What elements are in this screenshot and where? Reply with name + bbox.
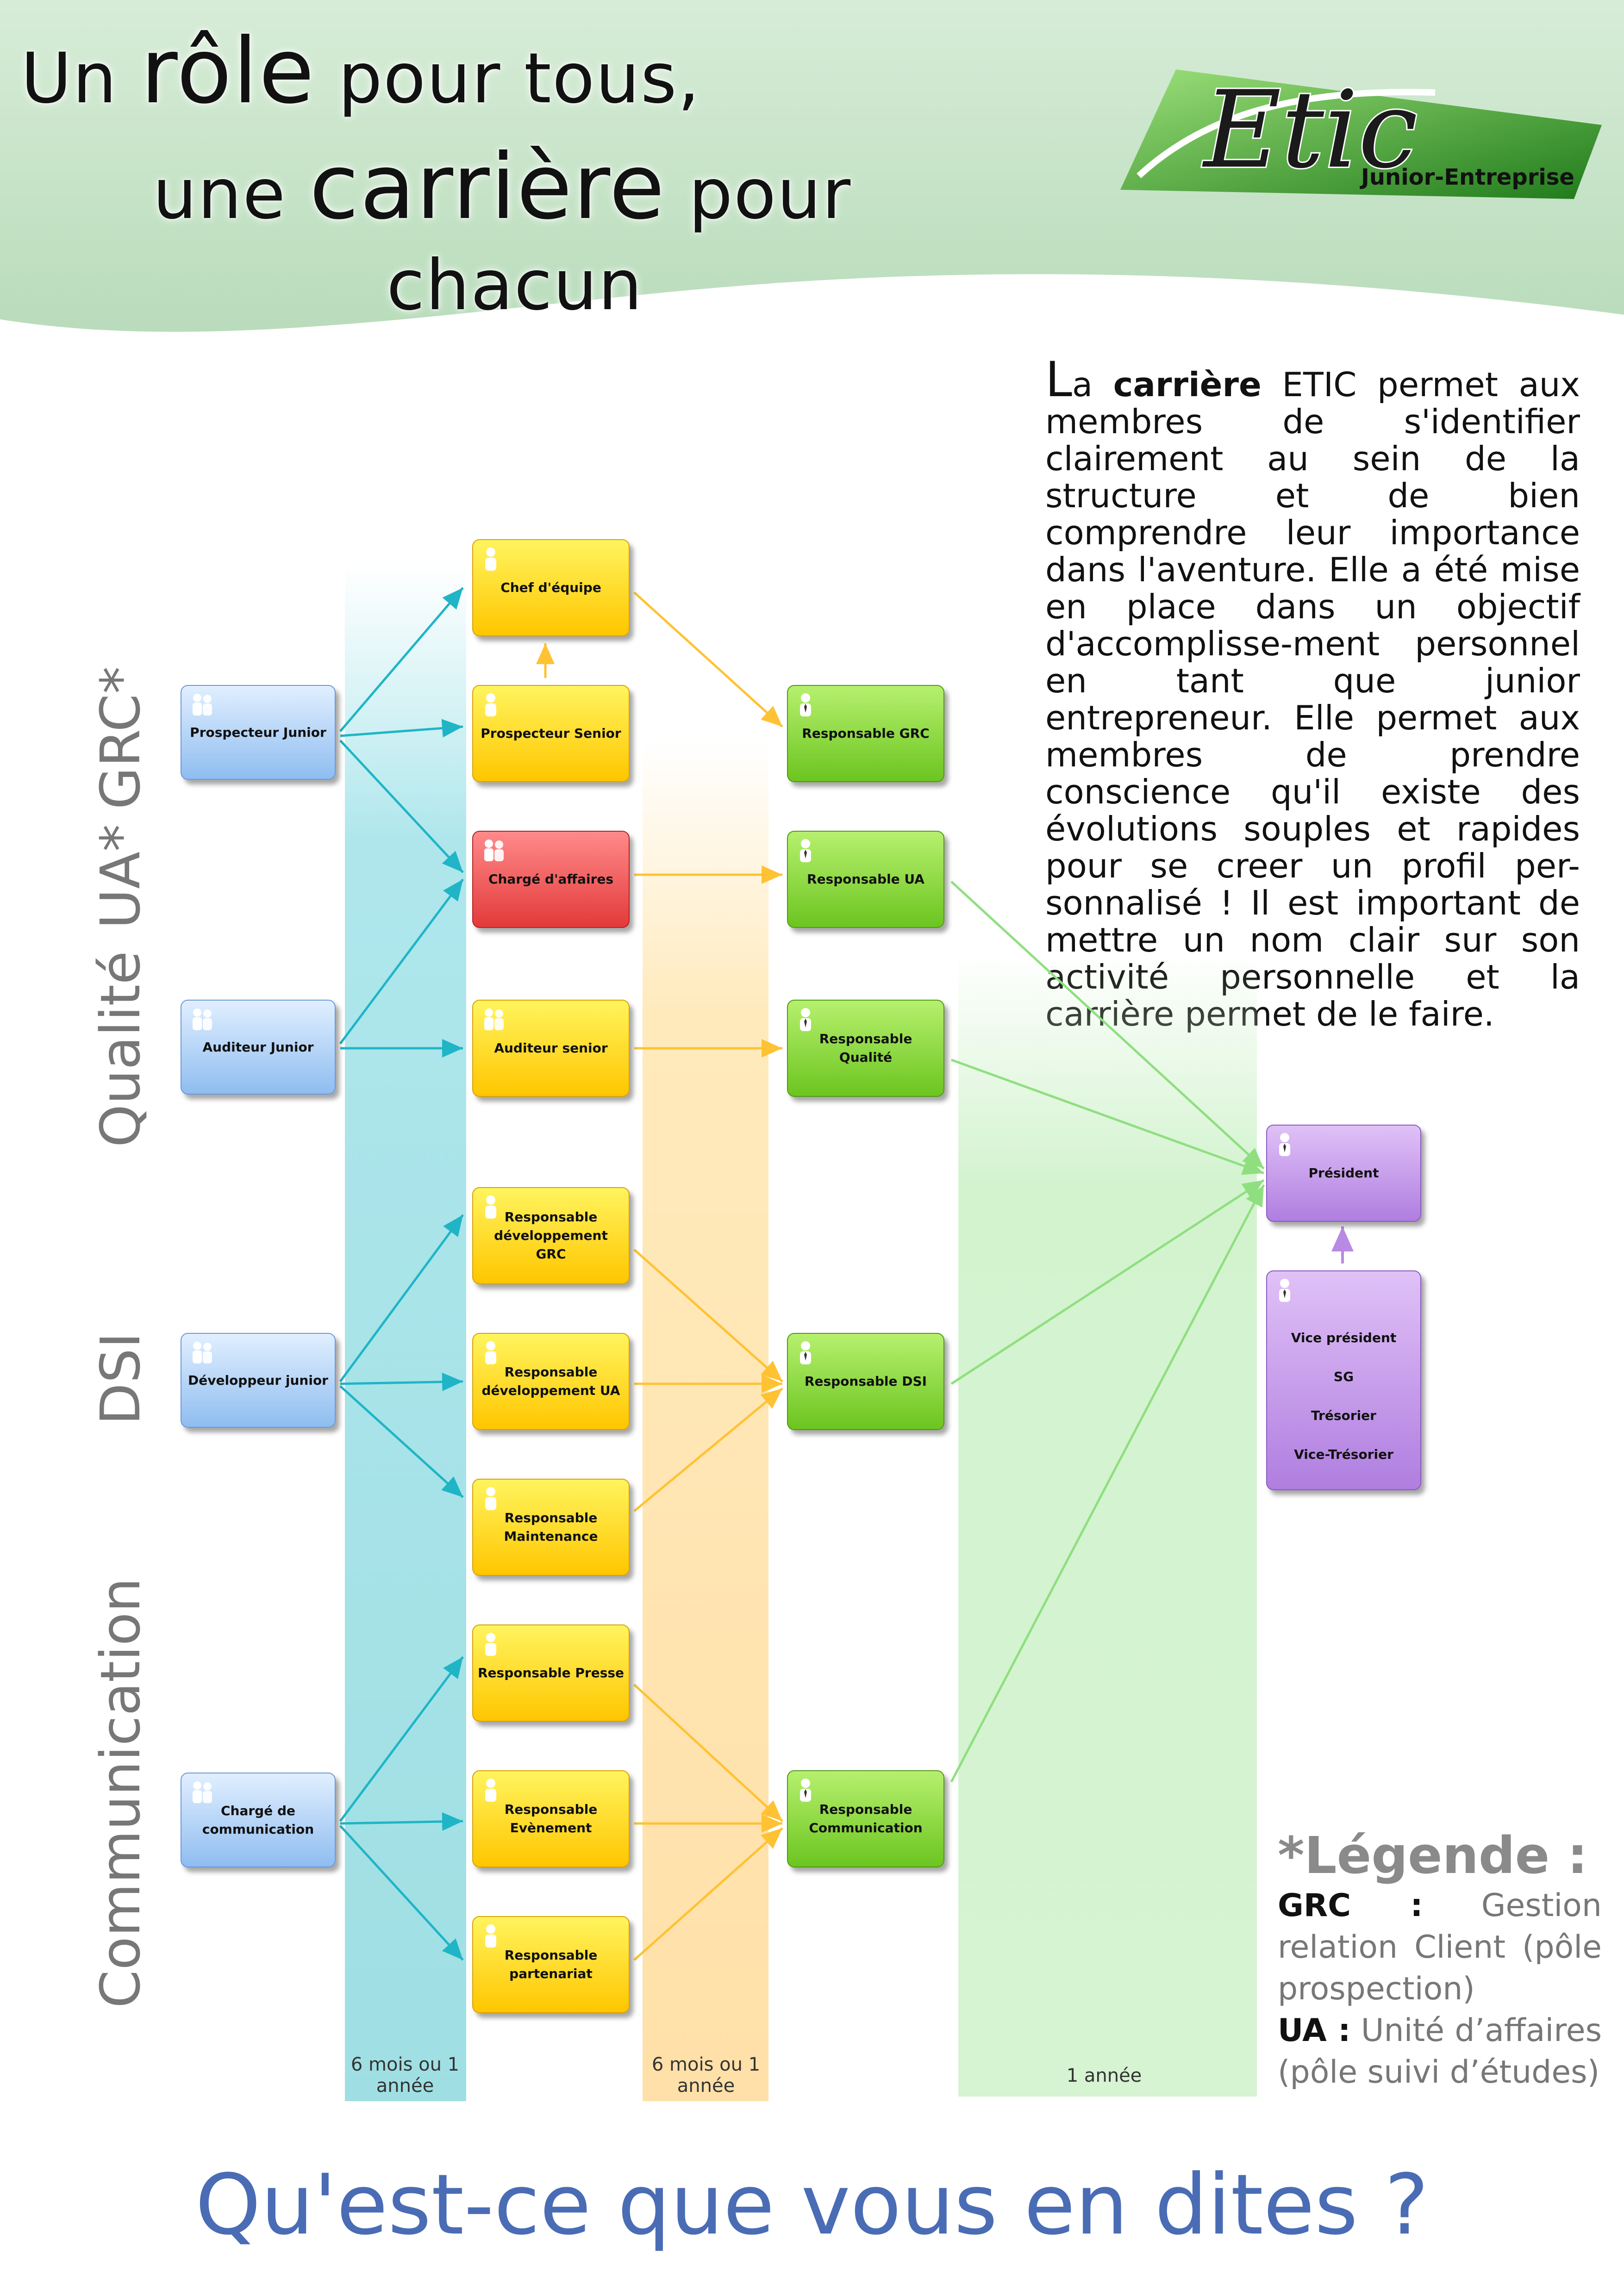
- node-label: Auditeur senior: [494, 1040, 608, 1056]
- people-icon: [193, 1342, 212, 1363]
- node-label: Responsable GRC: [802, 726, 930, 741]
- logo-subtitle: Junior-Entreprise: [1361, 164, 1574, 190]
- node-label: Chargé de communication: [202, 1803, 314, 1837]
- node-label: Responsable UA: [807, 871, 924, 887]
- node-chef-equipe[interactable]: Chef d'équipe: [472, 539, 630, 636]
- node-charge-affaires[interactable]: Chargé d'affaires: [472, 831, 630, 928]
- node-label: Responsable Evènement: [504, 1802, 598, 1836]
- band-2: [643, 740, 768, 2101]
- band-3: [958, 953, 1257, 2097]
- title-line-3: chacun: [387, 245, 643, 326]
- band-2-label: 6 mois ou 1 année: [651, 2054, 761, 2097]
- footer-question: Qu'est-ce que vous en dites ?: [195, 2157, 1429, 2253]
- people-icon: [193, 694, 212, 716]
- person-icon: [485, 1924, 496, 1948]
- band-1: [345, 565, 466, 2101]
- manager-icon: [800, 1779, 811, 1802]
- node-developpeur-junior[interactable]: Développeur junior: [181, 1333, 336, 1428]
- node-president[interactable]: Président: [1266, 1125, 1421, 1222]
- node-resp-presse[interactable]: Responsable Presse: [472, 1624, 630, 1722]
- node-label: Responsable développement GRC: [494, 1209, 608, 1262]
- etic-logo: Etic Junior-Entreprise: [1111, 60, 1611, 208]
- title-line-2: une carrière pour: [153, 134, 852, 239]
- node-label: Prospecteur Junior: [190, 724, 326, 740]
- node-label: Chargé d'affaires: [488, 871, 614, 887]
- node-label: Responsable Qualité: [819, 1031, 912, 1065]
- node-resp-ua[interactable]: Responsable UA: [787, 831, 944, 928]
- people-icon: [484, 1008, 504, 1030]
- node-label: Responsable Maintenance: [504, 1510, 598, 1544]
- node-label: Responsable DSI: [804, 1374, 927, 1389]
- node-prospecteur-junior[interactable]: Prospecteur Junior: [181, 685, 336, 780]
- bureau-tresorier: Trésorier: [1311, 1407, 1376, 1423]
- node-resp-qualite[interactable]: Responsable Qualité: [787, 1000, 944, 1097]
- node-label: Prospecteur Senior: [481, 726, 621, 741]
- node-resp-dsi[interactable]: Responsable DSI: [787, 1333, 944, 1430]
- node-label: Développeur junior: [188, 1372, 328, 1388]
- people-icon: [193, 1781, 212, 1803]
- node-label: Chef d'équipe: [500, 580, 601, 595]
- manager-icon: [800, 839, 811, 862]
- node-label: Auditeur Junior: [202, 1039, 314, 1055]
- node-label: Responsable partenariat: [504, 1948, 598, 1981]
- node-label: Responsable développement UA: [481, 1364, 620, 1398]
- node-charge-communication[interactable]: Chargé de communication: [181, 1773, 336, 1867]
- node-resp-dev-grc[interactable]: Responsable développement GRC: [472, 1187, 630, 1284]
- people-icon: [193, 1008, 212, 1030]
- etic-logo-graphic: Etic: [1120, 67, 1602, 199]
- bureau-sg: SG: [1333, 1369, 1354, 1384]
- legend-grc: GRC : Gestion relation Client (pôle pros…: [1278, 1887, 1602, 2007]
- person-icon: [485, 548, 496, 571]
- manager-icon: [800, 1341, 811, 1364]
- node-resp-communication[interactable]: Responsable Communication: [787, 1770, 944, 1867]
- node-label: Responsable Communication: [809, 1802, 923, 1836]
- manager-icon: [1279, 1279, 1290, 1302]
- legend-title: *Légende :: [1278, 1826, 1588, 1885]
- manager-icon: [800, 693, 811, 716]
- node-resp-dev-ua[interactable]: Responsable développement UA: [472, 1333, 630, 1430]
- people-icon: [484, 840, 504, 861]
- bureau-vice-president: Vice président: [1291, 1330, 1397, 1345]
- node-bureau[interactable]: Vice président SG Trésorier Vice-Trésori…: [1266, 1270, 1421, 1490]
- node-label: Responsable Presse: [478, 1665, 625, 1680]
- node-resp-evenement[interactable]: Responsable Evènement: [472, 1770, 630, 1867]
- bureau-vice-tresorier: Vice-Trésorier: [1294, 1446, 1393, 1462]
- person-icon: [485, 1633, 496, 1656]
- node-auditeur-junior[interactable]: Auditeur Junior: [181, 1000, 336, 1095]
- manager-icon: [800, 1008, 811, 1031]
- manager-icon: [1279, 1133, 1290, 1156]
- person-icon: [485, 1341, 496, 1364]
- node-resp-partenariat[interactable]: Responsable partenariat: [472, 1916, 630, 2013]
- node-resp-maintenance[interactable]: Responsable Maintenance: [472, 1479, 630, 1576]
- person-icon: [485, 1779, 496, 1802]
- person-icon: [485, 1195, 496, 1219]
- etic-logo-wordmark: Etic: [1202, 68, 1418, 192]
- arrows-junior: [339, 587, 464, 1961]
- arrows-responsable: [950, 881, 1265, 1783]
- person-icon: [485, 693, 496, 716]
- band-1-label: 6 mois ou 1 année: [350, 2054, 460, 2097]
- band-3-label: 1 année: [1066, 2065, 1142, 2086]
- node-prospecteur-senior[interactable]: Prospecteur Senior: [472, 685, 630, 782]
- legend: *Légende : GRC : Gestion relation Client…: [1278, 1826, 1602, 2093]
- node-label: Président: [1308, 1165, 1379, 1181]
- node-auditeur-senior[interactable]: Auditeur senior: [472, 1000, 630, 1097]
- arrows-intermediate: [536, 591, 783, 1961]
- legend-ua: UA : Unité d’affaires (pôle suivi d’étud…: [1278, 2012, 1602, 2091]
- node-resp-grc[interactable]: Responsable GRC: [787, 685, 944, 782]
- title-line-1: Un rôle pour tous,: [21, 19, 701, 124]
- person-icon: [485, 1487, 496, 1510]
